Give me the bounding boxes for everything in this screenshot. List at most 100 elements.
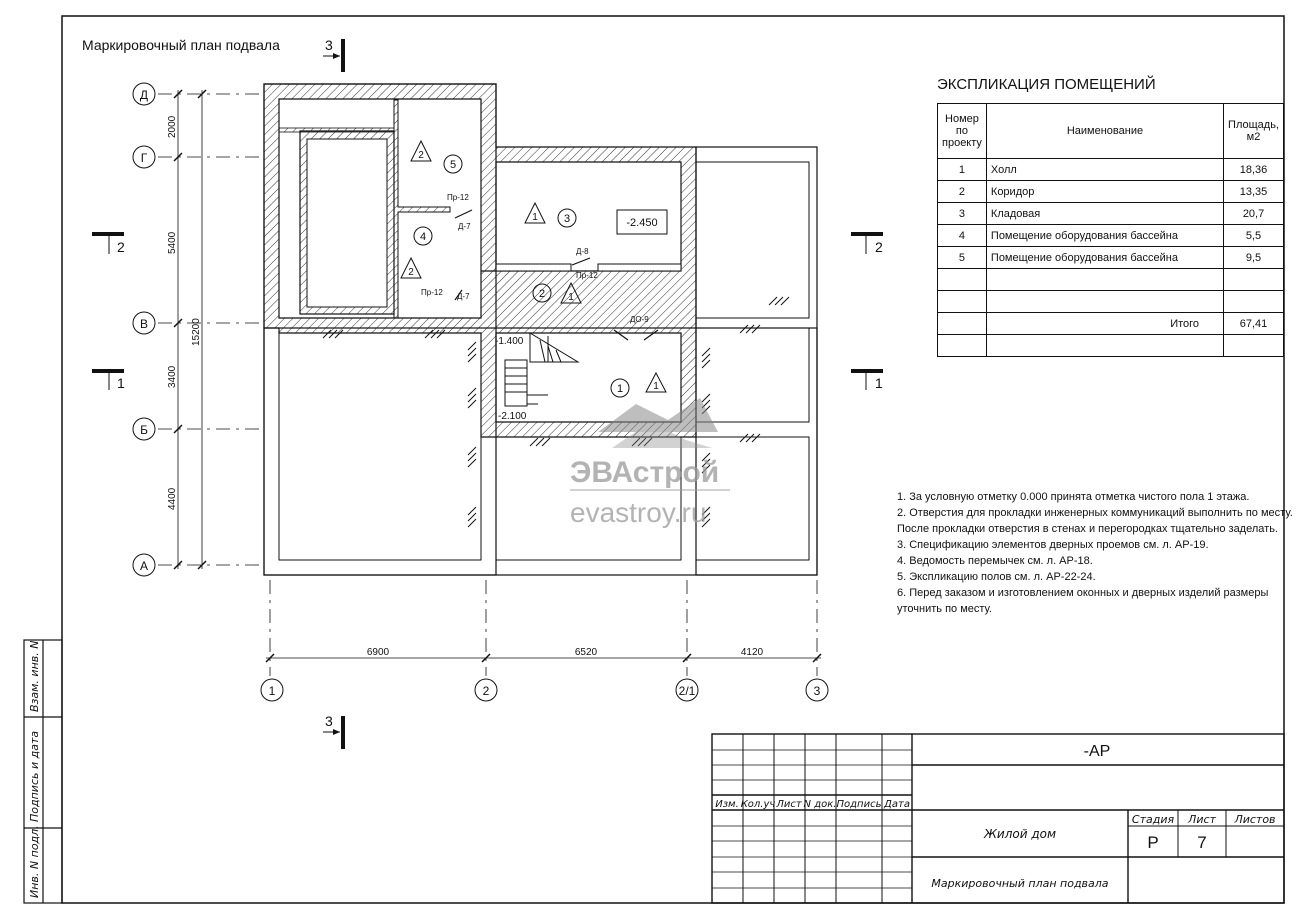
level-box (616, 209, 668, 235)
basement-walls (263, 83, 697, 438)
dim-6900: 6900 (367, 647, 390, 658)
room-markers (400, 139, 667, 398)
lintel-pr12-b: Пр-12 (421, 288, 443, 297)
note-line: 4. Ведомость перемычек см. л. АР-18. (897, 555, 1093, 567)
side-stamp-replace: Взам. инв. N (28, 641, 41, 712)
table-row-empty (937, 268, 1284, 291)
level-main: -2.450 (626, 217, 657, 229)
header-number: Номер по проекту (937, 103, 987, 159)
stamp-sheet-label: Лист (1187, 813, 1216, 826)
section-marks (92, 39, 883, 749)
grid-axes (132, 82, 829, 702)
row-number: 4 (937, 224, 987, 247)
table-row-empty (937, 334, 1284, 357)
level-1400: -1.400 (495, 336, 524, 347)
axis-col-2: 2 (483, 684, 490, 698)
stamp-stage-value: Р (1147, 833, 1158, 852)
dim-2000: 2000 (167, 115, 178, 138)
stamp-sheet-value: 7 (1197, 833, 1206, 852)
stamp-col-koluch: Кол.уч (741, 799, 776, 810)
lintel-pr12-c: Пр-12 (576, 271, 598, 280)
room-3-number: 3 (564, 213, 570, 225)
total-value: 67,41 (1223, 312, 1284, 335)
explication-header-row: Номер по проекту Наименование Площадь, м… (937, 103, 1284, 159)
room-5-number: 5 (450, 159, 456, 171)
section-3-top: 3 (325, 37, 333, 53)
note-line: 3. Спецификацию элементов дверных проемо… (897, 539, 1209, 551)
side-stamp-inv: Инв. N подл. (28, 825, 41, 898)
row-name: Помещение оборудования бассейна (985, 224, 1225, 247)
door-d7-a: Д-7 (458, 222, 471, 231)
table-row-empty (937, 290, 1284, 313)
axis-row-v: В (140, 317, 148, 331)
stairs (504, 332, 580, 407)
title-block (711, 733, 1285, 904)
row-name: Помещение оборудования бассейна (985, 246, 1225, 269)
section-2-right: 2 (875, 239, 883, 255)
room-4-number: 4 (420, 231, 426, 243)
room-2-mark: 1 (568, 292, 574, 303)
row-name: Холл (985, 158, 1225, 181)
doors (454, 209, 659, 341)
section-3-bottom: 3 (325, 713, 333, 729)
section-1-left: 1 (117, 375, 125, 391)
header-name: Наименование (985, 103, 1225, 159)
row-name: Коридор (985, 180, 1225, 203)
note-line: 1. За условную отметку 0.000 принята отм… (897, 491, 1250, 503)
door-d7-b: Д-7 (457, 292, 470, 301)
section-1-right: 1 (875, 375, 883, 391)
note-line: После прокладки отверстия в стенах и пер… (897, 523, 1278, 535)
stamp-col-izm: Изм. (715, 799, 739, 810)
stamp-code: -АР (1084, 743, 1111, 760)
row-area: 20,7 (1223, 202, 1284, 225)
stamp-drawing: Маркировочный план подвала (931, 877, 1108, 890)
lintel-pr12-a: Пр-12 (447, 193, 469, 202)
watermark-site: evastroy.ru (570, 497, 707, 528)
stamp-col-podpis: Подпись (837, 799, 882, 810)
total-label: Итого (985, 312, 1225, 335)
note-line: 5. Экспликацию полов см. л. АР-22-24. (897, 571, 1096, 583)
dim-4400: 4400 (167, 487, 178, 510)
door-do9: ДО-9 (630, 315, 649, 324)
room-4-mark: 2 (408, 267, 414, 278)
level-2100: -2.100 (498, 411, 527, 422)
watermark-logo-icon (598, 398, 718, 448)
axis-row-d: Д (140, 88, 148, 102)
dim-6520: 6520 (575, 647, 598, 658)
axis-row-g: Г (141, 151, 148, 165)
stamp-col-list: Лист (775, 799, 803, 810)
row-area: 13,35 (1223, 180, 1284, 203)
axis-col-1: 1 (269, 684, 276, 698)
dim-4120: 4120 (741, 647, 764, 658)
room-2-number: 2 (539, 288, 545, 300)
explication-table: Номер по проекту Наименование Площадь, м… (937, 103, 1284, 357)
room-1-mark: 1 (653, 381, 659, 392)
section-2-left: 2 (117, 239, 125, 255)
row-area: 18,36 (1223, 158, 1284, 181)
axis-row-a: А (140, 559, 148, 573)
row-number: 5 (937, 246, 987, 269)
dim-15200: 15200 (191, 318, 202, 346)
side-stamp (23, 639, 63, 904)
row-number: 2 (937, 180, 987, 203)
axis-col-3: 3 (814, 684, 821, 698)
watermark-brand: ЭВАстрой (570, 456, 720, 489)
sheet-frame (61, 15, 1285, 904)
notes: 1. За условную отметку 0.000 принята отм… (897, 489, 1293, 617)
row-name: Кладовая (985, 202, 1225, 225)
door-d8: Д-8 (576, 247, 589, 256)
row-number: 1 (937, 158, 987, 181)
explication-title: ЭКСПЛИКАЦИЯ ПОМЕЩЕНИЙ (937, 76, 1156, 93)
row-area: 5,5 (1223, 224, 1284, 247)
row-number: 3 (937, 202, 987, 225)
stamp-project: Жилой дом (983, 827, 1056, 841)
note-line: уточнить по месту. (897, 603, 992, 615)
stamp-col-data: Дата (883, 799, 910, 810)
note-line: 2. Отверстия для прокладки инженерных ко… (897, 507, 1293, 519)
plan-title: Маркировочный план подвала (82, 37, 280, 53)
